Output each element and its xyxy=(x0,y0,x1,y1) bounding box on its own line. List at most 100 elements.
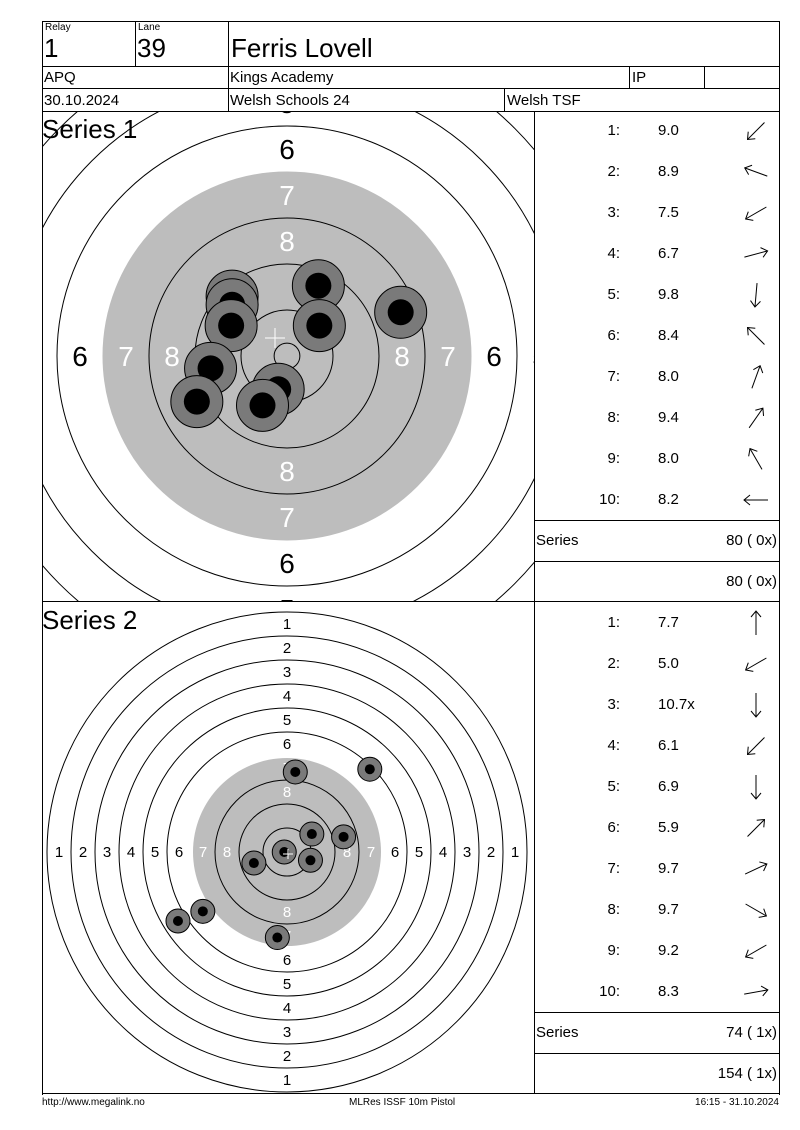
shot-number: 3: xyxy=(607,204,620,221)
shot-direction-arrow-icon xyxy=(747,818,766,837)
shot-direction-arrow-icon xyxy=(744,944,767,959)
ring-number-label: 4 xyxy=(439,844,447,861)
shot-hole-center xyxy=(306,829,317,840)
shot-direction-arrow-icon xyxy=(751,364,764,389)
shot-hole-center xyxy=(338,831,349,842)
ring-number-label: 1 xyxy=(283,1072,291,1089)
ring-number-label: 6 xyxy=(279,134,295,165)
ring-number-label: 5 xyxy=(532,341,534,372)
ring-number-label: 4 xyxy=(283,688,291,705)
shot-score: 9.7 xyxy=(658,901,679,918)
black-area xyxy=(102,171,472,541)
ring-number-label: 8 xyxy=(164,341,180,372)
series-1-total-label: Series xyxy=(536,532,579,549)
shot-hole-center xyxy=(272,932,283,943)
shot-score: 10.7x xyxy=(658,696,695,713)
ring-number-label: 8 xyxy=(343,844,351,861)
ring-number-label: 7 xyxy=(279,180,295,211)
shot-hole-center xyxy=(249,392,276,419)
ring-number-label: 5 xyxy=(279,594,295,601)
shot-number: 6: xyxy=(607,327,620,344)
shot-score: 9.2 xyxy=(658,942,679,959)
shot-score: 8.0 xyxy=(658,368,679,385)
shot-number: 7: xyxy=(607,368,620,385)
shot-number: 2: xyxy=(607,655,620,672)
ring-number-label: 2 xyxy=(487,844,495,861)
ring-number-label: 7 xyxy=(367,844,375,861)
ring-number-label: 3 xyxy=(463,844,471,861)
shot-hole-center xyxy=(197,906,208,917)
shot-direction-arrow-icon xyxy=(750,610,762,635)
shot-hole-center xyxy=(197,355,224,382)
lane-label: Lane xyxy=(138,22,161,33)
shot-direction-arrow-icon xyxy=(746,122,765,141)
ring-number-label: 6 xyxy=(72,341,88,372)
shot-number: 7: xyxy=(607,860,620,877)
shot-number: 10: xyxy=(599,491,620,508)
series-1-total: 80 ( 0x) xyxy=(726,532,777,549)
series-1-title: Series 1 xyxy=(42,114,138,144)
lane-value: 39 xyxy=(137,33,166,63)
shot-hole-center xyxy=(218,312,245,339)
relay-value: 1 xyxy=(44,33,59,63)
ring-8 xyxy=(148,217,426,495)
ring-number-label: 5 xyxy=(415,844,423,861)
shot-direction-arrow-icon xyxy=(744,861,768,875)
shot-number: 2: xyxy=(607,163,620,180)
ring-number-label: 1 xyxy=(55,844,63,861)
ring-number-label: 7 xyxy=(279,502,295,533)
footer-software: MLRes ISSF 10m Pistol xyxy=(349,1097,456,1108)
shot-score: 8.3 xyxy=(658,983,679,1000)
series-2-target: 11112222333344445555666677778888 xyxy=(46,611,528,1093)
ring-number-label: 2 xyxy=(283,1048,291,1065)
shot-number: 10: xyxy=(599,983,620,1000)
shot-hole-center xyxy=(305,272,332,299)
shot-direction-arrow-icon xyxy=(748,447,763,470)
shot-direction-arrow-icon xyxy=(744,206,767,221)
shot-score: 8.0 xyxy=(658,450,679,467)
ring-number-label: 6 xyxy=(279,548,295,579)
shot-score: 9.8 xyxy=(658,286,679,303)
shot-hole-center xyxy=(364,764,375,775)
shot-score: 8.4 xyxy=(658,327,679,344)
shot-number: 8: xyxy=(607,409,620,426)
ring-number-label: 6 xyxy=(283,952,291,969)
shot-score: 6.7 xyxy=(658,245,679,262)
shot-direction-arrow-icon xyxy=(746,737,765,756)
ring-number-label: 2 xyxy=(79,844,87,861)
shot-direction-arrow-icon xyxy=(744,247,769,258)
shot-number: 4: xyxy=(607,245,620,262)
shot-hole-center xyxy=(248,858,259,869)
shot-direction-arrow-icon xyxy=(750,283,761,308)
shot-number: 3: xyxy=(607,696,620,713)
ring-number-label: 8 xyxy=(283,784,291,801)
shot-hole-center xyxy=(305,855,316,866)
ring-number-label: 1 xyxy=(511,844,519,861)
shot-direction-arrow-icon xyxy=(743,494,768,506)
shot-direction-arrow-icon xyxy=(744,985,769,997)
shot-score: 7.7 xyxy=(658,614,679,631)
ring-number-label: 3 xyxy=(283,1024,291,1041)
ring-number-label: 6 xyxy=(283,736,291,753)
class-code: APQ xyxy=(44,69,76,86)
shot-direction-arrow-icon xyxy=(743,164,768,177)
ring-number-label: 5 xyxy=(283,976,291,993)
ring-number-label: 4 xyxy=(127,844,135,861)
shot-score: 9.4 xyxy=(658,409,679,426)
ring-number-label: 3 xyxy=(283,664,291,681)
shooter-name: Ferris Lovell xyxy=(231,33,373,63)
shot-direction-arrow-icon xyxy=(750,693,762,718)
ring-number-label: 2 xyxy=(283,640,291,657)
shot-hole-center xyxy=(172,916,183,926)
shot-number: 6: xyxy=(607,819,620,836)
series-2-title: Series 2 xyxy=(42,605,138,635)
club-name: Kings Academy xyxy=(230,69,334,86)
shot-score: 6.1 xyxy=(658,737,679,754)
shot-score: 9.7 xyxy=(658,860,679,877)
shot-number: 5: xyxy=(607,286,620,303)
footer-url[interactable]: http://www.megalink.no xyxy=(42,1097,145,1108)
shot-hole-center xyxy=(387,299,414,326)
shot-score: 6.9 xyxy=(658,778,679,795)
organizer: Welsh TSF xyxy=(507,92,581,109)
shot-direction-arrow-icon xyxy=(745,903,768,918)
